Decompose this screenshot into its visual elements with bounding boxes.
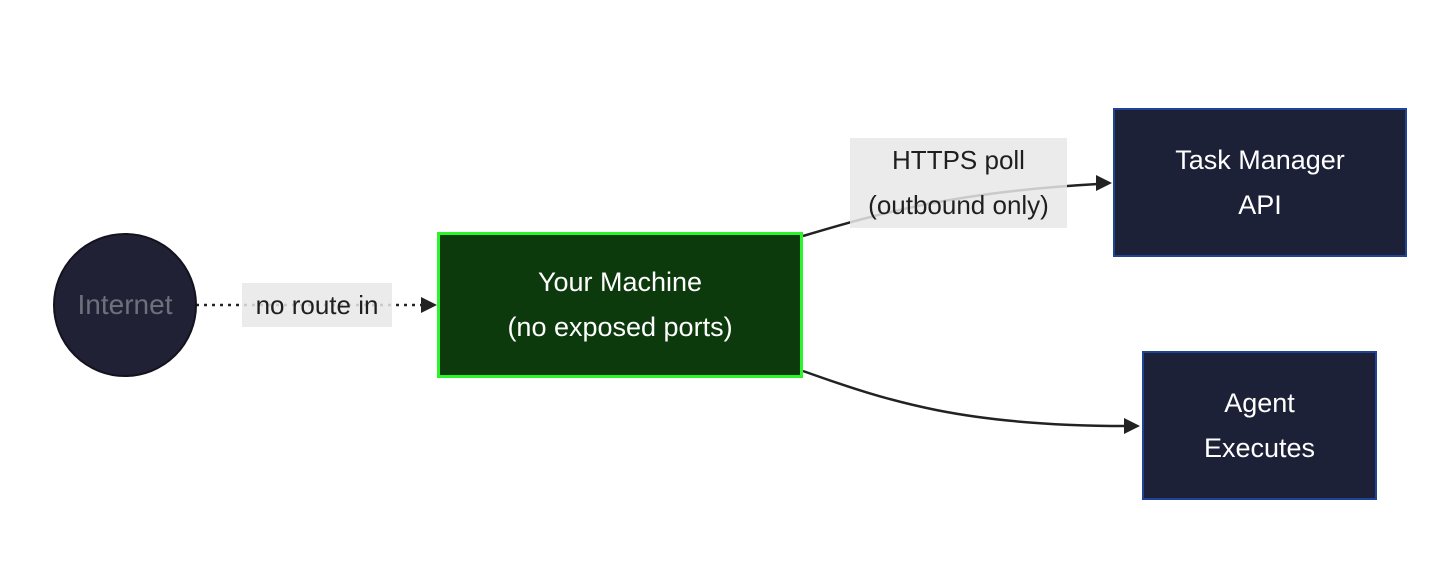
node-your-machine-line1: Your Machine bbox=[537, 267, 703, 297]
node-task-manager-line2: API bbox=[1238, 189, 1282, 220]
node-your-machine-line2: (no exposed ports) bbox=[507, 312, 733, 342]
node-agent-line1: Agent bbox=[1224, 387, 1295, 418]
edge-agent-executes bbox=[802, 369, 1127, 428]
arrowhead-no-route-in bbox=[421, 297, 437, 313]
edge-label-no-route-in-text: no route in bbox=[255, 289, 379, 320]
edge-label-https-line2: (outbound only) bbox=[868, 190, 1049, 220]
edge-label-no-route-in: no route in bbox=[242, 283, 392, 327]
node-agent-line2: Executes bbox=[1203, 432, 1316, 463]
arrowhead-https-poll bbox=[1096, 175, 1112, 191]
edge-label-https-line1: HTTPS poll bbox=[892, 145, 1025, 175]
edge-label-https-poll: HTTPS poll (outbound only) bbox=[850, 138, 1067, 228]
node-internet: Internet bbox=[53, 233, 197, 377]
node-internet-label: Internet bbox=[77, 289, 173, 320]
node-your-machine: Your Machine (no exposed ports) bbox=[437, 232, 803, 378]
node-task-manager-line1: Task Manager bbox=[1175, 144, 1345, 175]
node-agent-executes: Agent Executes bbox=[1142, 351, 1377, 500]
arrowhead-agent-executes bbox=[1124, 418, 1140, 434]
node-task-manager-api: Task Manager API bbox=[1113, 108, 1407, 257]
